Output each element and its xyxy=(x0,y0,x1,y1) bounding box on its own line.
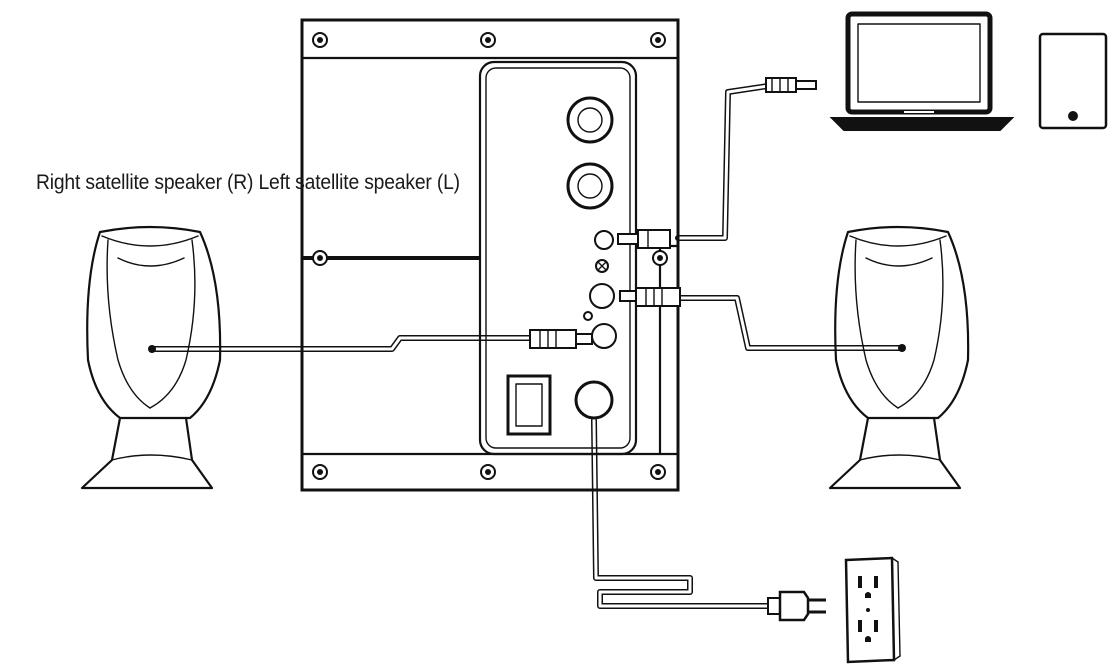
audio-jack-icon xyxy=(617,229,671,249)
subwoofer-rear-panel xyxy=(300,18,680,492)
aux-input-jack-icon xyxy=(594,230,614,250)
satellite-speaker-right xyxy=(80,225,222,490)
power-cord-port-icon xyxy=(574,380,614,420)
left-output-jack-icon xyxy=(589,283,615,309)
screw-icon xyxy=(312,32,668,480)
left-speaker-cable xyxy=(677,295,905,351)
satellite-speaker-left xyxy=(828,225,970,490)
indicator-icon xyxy=(583,311,593,321)
right-speaker-cable xyxy=(149,335,533,352)
speaker-labels: Right satellite speaker (R) Left satelli… xyxy=(36,171,460,195)
power-cable xyxy=(591,417,773,609)
rca-connector-icon xyxy=(529,329,593,349)
laptop-audio-cable xyxy=(675,77,817,241)
right-speaker-label: Right satellite speaker (R) xyxy=(36,171,254,194)
small-screw-icon xyxy=(595,259,609,273)
power-switch-icon xyxy=(506,374,552,436)
power-plug-icon xyxy=(767,590,826,622)
audio-jack-icon xyxy=(765,77,817,93)
left-speaker-label: Left satellite speaker (L) xyxy=(258,171,460,194)
bass-knob-icon xyxy=(566,162,614,210)
wall-outlet-icon xyxy=(844,556,901,664)
rca-connector-icon xyxy=(619,287,681,307)
right-output-jack-icon xyxy=(591,323,617,349)
smartphone-icon xyxy=(1038,32,1108,130)
volume-knob-icon xyxy=(566,96,614,144)
laptop-icon xyxy=(829,11,1015,131)
